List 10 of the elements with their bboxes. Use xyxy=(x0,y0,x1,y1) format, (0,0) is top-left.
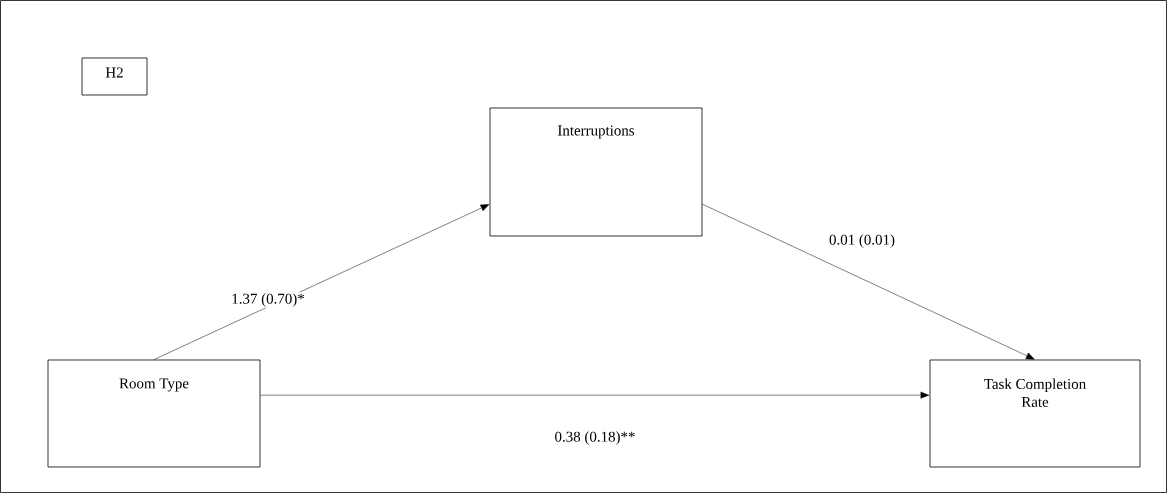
variable-box: Interruptions xyxy=(489,107,703,237)
variable-box: Room Type xyxy=(47,359,261,468)
arrow xyxy=(153,204,490,360)
label-box: H2 xyxy=(81,57,148,96)
variable-box: Task Completion Rate xyxy=(929,359,1141,468)
arrow xyxy=(260,391,930,399)
path-coefficient: 0.38 (0.18)** xyxy=(553,430,637,446)
path-coefficient: 1.37 (0.70)* xyxy=(230,292,306,308)
arrow xyxy=(702,203,1035,360)
path-coefficient: 0.01 (0.01) xyxy=(828,233,896,249)
